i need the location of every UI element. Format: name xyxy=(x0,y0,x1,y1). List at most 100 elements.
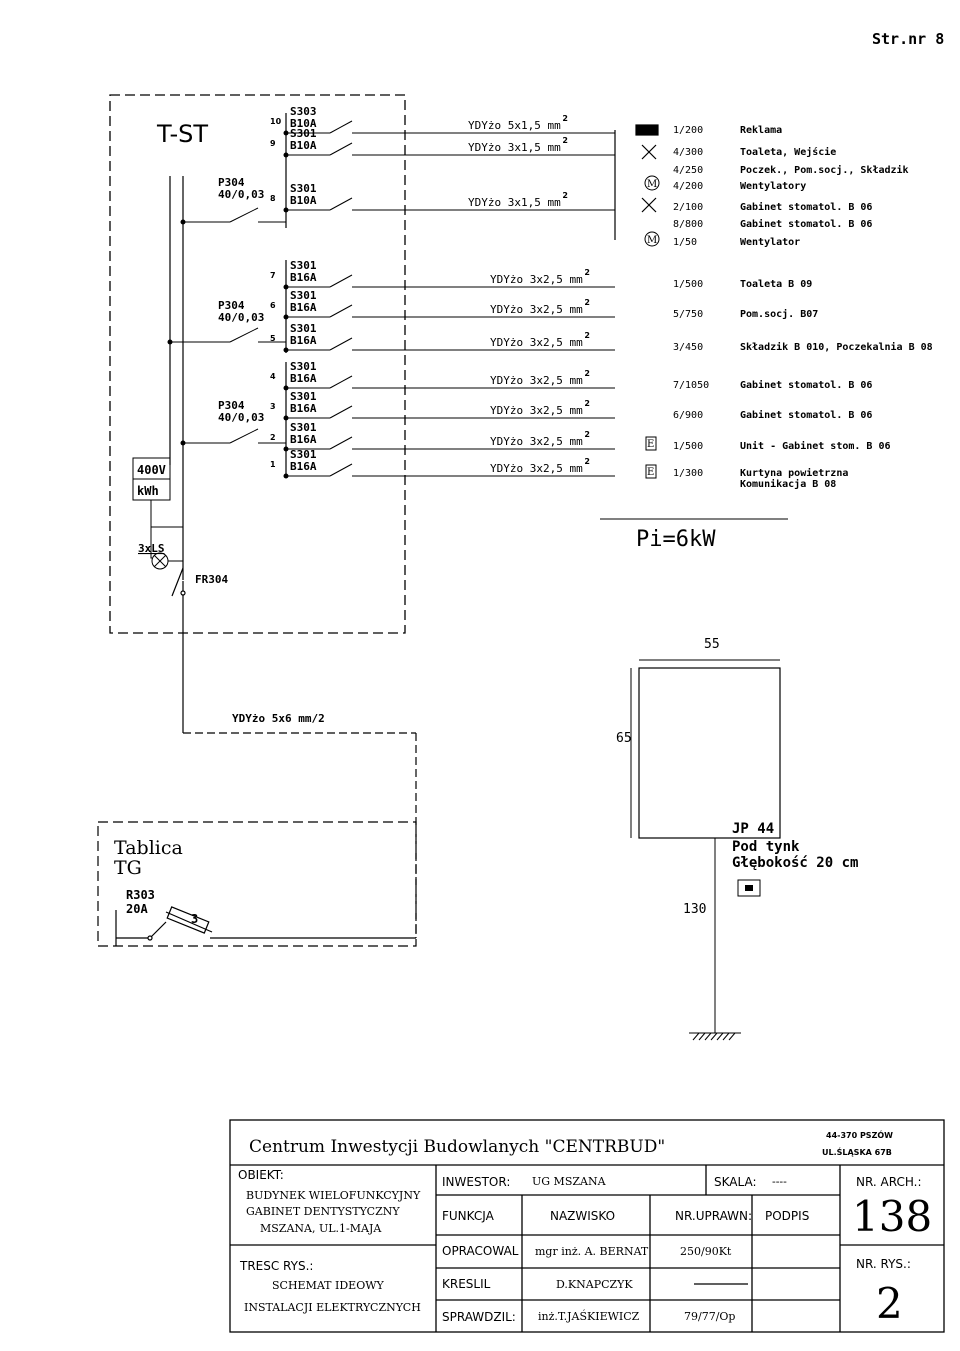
cable-type: YDYżo 3x2,5 mm xyxy=(490,336,583,349)
breaker-rating: B16A xyxy=(290,433,317,446)
tg-title: Tablica xyxy=(114,837,183,859)
cable-type: YDYżo 3x2,5 mm xyxy=(490,374,583,387)
breaker-contact xyxy=(329,274,353,288)
scale-value: ---- xyxy=(772,1175,787,1188)
company-name: Centrum Inwestycji Budowlanych "CENTRBUD… xyxy=(249,1137,665,1157)
content-line-1: SCHEMAT IDEOWY xyxy=(272,1279,385,1292)
board-name: T-ST xyxy=(156,120,208,148)
main-switch-icon xyxy=(171,567,186,597)
circuit-power: 7/1050 xyxy=(673,380,709,391)
bus-bars xyxy=(169,113,417,938)
circuit-power: 5/750 xyxy=(673,309,703,320)
cable-superscript: 2 xyxy=(584,268,590,277)
breaker-rating: B16A xyxy=(290,372,317,385)
object-label: OBIEKT: xyxy=(238,1168,284,1182)
breaker-rating: B16A xyxy=(290,334,317,347)
cable-type: YDYżo 3x1,5 mm xyxy=(468,196,561,209)
circuit-power: 1/200 xyxy=(673,125,703,136)
breaker-contact xyxy=(329,405,353,419)
box-width: 55 xyxy=(704,637,720,652)
designed-name: mgr inż. A. BERNAT xyxy=(535,1245,649,1258)
content-line-2: INSTALACJI ELEKTRYCZNYCH xyxy=(244,1301,421,1314)
svg-text:E: E xyxy=(647,439,654,450)
rcd-group-2: P304 40/0,03 xyxy=(167,299,286,345)
flush-box-icon xyxy=(737,879,761,897)
circuit-power: 3/450 xyxy=(673,342,703,353)
object-line-2: GABINET DENTYSTYCZNY xyxy=(246,1205,400,1218)
motor-icon: M xyxy=(644,175,660,191)
circuit-power: 1/500 xyxy=(673,279,703,290)
circuit-number: 5 xyxy=(270,334,276,343)
cable-superscript: 2 xyxy=(584,430,590,439)
cable-superscript: 2 xyxy=(562,114,568,123)
circuit-number: 9 xyxy=(270,139,276,148)
svg-text:P304: P304 xyxy=(218,299,245,312)
socket-icon: E xyxy=(645,436,657,451)
main-switch-label: FR304 xyxy=(195,573,228,586)
breaker-type: S301 xyxy=(290,289,317,302)
circuit-number: 3 xyxy=(270,402,276,411)
col-function: FUNKCJA xyxy=(442,1209,495,1223)
box-note-2: Pod tynk xyxy=(732,839,800,855)
content-label: TRESC RYS.: xyxy=(239,1259,313,1273)
circuit-power: 4/250 xyxy=(673,165,703,176)
checked-license: 79/77/Op xyxy=(684,1310,735,1323)
circuit-description: Wentylatory xyxy=(740,181,806,192)
breaker-type: S301 xyxy=(290,448,317,461)
breaker-contact xyxy=(329,337,353,351)
address-line-2: UL.ŚLĄSKA 67B xyxy=(822,1146,892,1157)
circuit-number: 6 xyxy=(270,301,276,310)
breaker-contact xyxy=(329,304,353,318)
breaker-type: S301 xyxy=(290,127,317,140)
checked-label: SPRAWDZIL: xyxy=(442,1310,516,1324)
circuit-description: Gabinet stomatol. B 06 xyxy=(740,409,872,421)
svg-text:40/0,03: 40/0,03 xyxy=(218,311,264,324)
cable-type: YDYżo 3x1,5 mm xyxy=(468,141,561,154)
circuit-number: 10 xyxy=(270,117,282,126)
meter-label: kWh xyxy=(137,484,159,498)
supply-voltage: 400V xyxy=(137,463,166,477)
circuit-description: Składzik B 010, Poczekalnia B 08 xyxy=(740,341,933,353)
circuit-power: 6/900 xyxy=(673,410,703,421)
breaker-rating: B16A xyxy=(290,301,317,314)
breaker-contact xyxy=(329,142,353,156)
cable-superscript: 2 xyxy=(584,399,590,408)
breaker-type: S301 xyxy=(290,322,317,335)
drawn-label: KRESLIL xyxy=(442,1277,491,1291)
breaker-type: S301 xyxy=(290,390,317,403)
rcd-group-3: P304 40/0,03 xyxy=(180,399,286,446)
svg-text:M: M xyxy=(647,235,657,246)
breaker-contact xyxy=(329,436,353,450)
tg-subtitle: TG xyxy=(114,857,142,879)
consumer-symbols xyxy=(614,124,659,240)
breaker-rating: B16A xyxy=(290,460,317,473)
circuit-power: 1/50 xyxy=(673,237,697,248)
circuit-description: Poczek., Pom.socj., Składzik xyxy=(740,164,909,176)
tg-fuse-icon xyxy=(115,906,416,946)
circuit-description: Toaleta, Wejście xyxy=(740,146,836,158)
breaker-type: S301 xyxy=(290,259,317,272)
tg-frame xyxy=(97,821,417,947)
circuit-description: Gabinet stomatol. B 06 xyxy=(740,218,872,230)
circuit-row: 8/800 Gabinet stomatol. B 06 xyxy=(673,218,872,230)
breaker-rating: B16A xyxy=(290,402,317,415)
cable-superscript: 2 xyxy=(584,457,590,466)
box-height: 65 xyxy=(616,731,632,746)
page-number: Str.nr 8 xyxy=(872,30,944,48)
feeder-cable: YDYżo 5x6 mm/2 xyxy=(232,712,325,725)
object-line-3: MSZANA, UL.1-MAJA xyxy=(260,1222,382,1235)
circuit-power: 8/800 xyxy=(673,219,703,230)
breaker-rating: B10A xyxy=(290,117,317,130)
scale-label: SKALA: xyxy=(714,1175,757,1189)
col-name: NAZWISKO xyxy=(550,1209,615,1223)
svg-text:E: E xyxy=(647,467,654,478)
motor-icon: M xyxy=(644,231,660,247)
